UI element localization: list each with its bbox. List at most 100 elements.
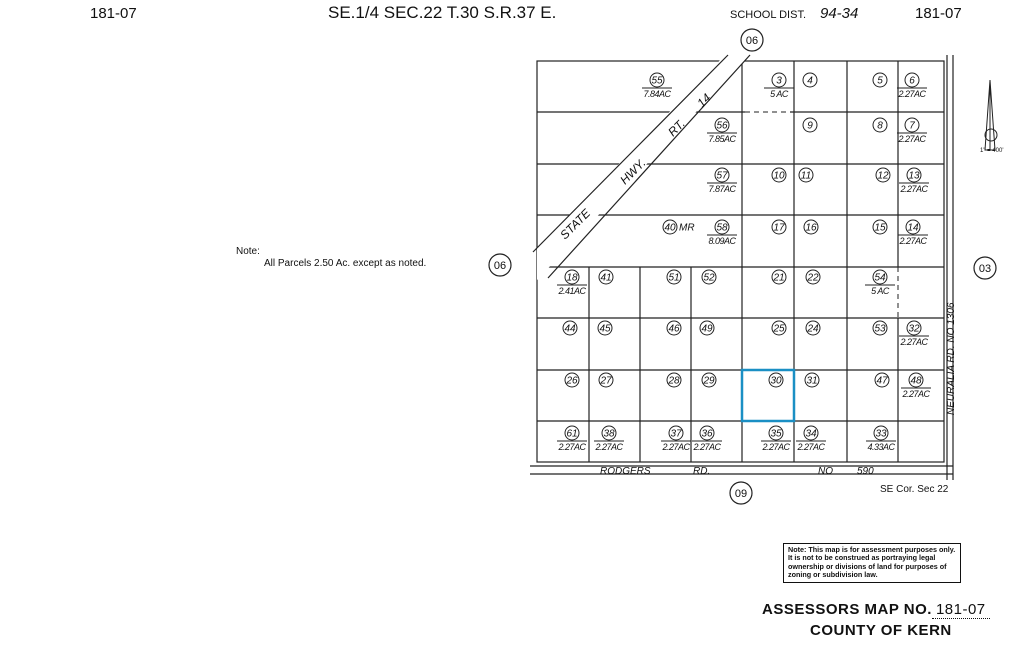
parcel-number: 38 [603,429,615,440]
parcel-acreage: 7.84AC [643,89,671,99]
parcel-47[interactable]: 47 [874,372,890,388]
parcel-18[interactable]: 182.41AC [557,269,587,296]
parcel-56[interactable]: 567.85AC [707,117,737,144]
parcel-number-circle [872,269,888,285]
parcel-22[interactable]: 22 [805,269,821,285]
parcel-53[interactable]: 53 [872,320,888,336]
note-text: All Parcels 2.50 Ac. except as noted. [264,258,426,269]
adjacent-map-west[interactable]: 06 [488,253,512,277]
parcel-41[interactable]: 41 [598,269,614,285]
parcel-4[interactable]: 4 [802,72,818,88]
parcel-48[interactable]: 482.27AC [901,372,931,399]
parcel-number-circle [875,167,891,183]
parcel-number-circle [905,219,921,235]
parcel-16[interactable]: 16 [803,219,819,235]
parcel-number: 6 [909,76,915,87]
parcel-number: 9 [807,121,813,132]
parcel-acreage: 7.87AC [708,184,736,194]
parcel-number-circle [771,269,787,285]
footer-title: ASSESSORS MAP NO.181-07 [762,601,990,619]
parcel-12[interactable]: 12 [875,167,891,183]
highlighted-parcel-30[interactable] [740,368,796,423]
parcel-number: 8 [877,121,883,132]
parcel-3[interactable]: 35 AC [764,72,794,99]
parcel-number-circle [699,425,715,441]
school-district-value: 94-34 [820,5,858,22]
note-label: Note: [236,246,260,257]
parcel-28[interactable]: 28 [666,372,682,388]
parcel-21[interactable]: 21 [771,269,787,285]
parcel-38[interactable]: 38 2.27AC [594,425,624,452]
parcel-46[interactable]: 46 [666,320,682,336]
parcel-number: 18 [566,273,578,284]
adjacent-map-east[interactable]: 03 [973,256,997,280]
parcel-29[interactable]: 29 [701,372,717,388]
county-name: COUNTY OF KERN [810,622,952,639]
parcel-55[interactable]: 557.84AC [642,72,672,99]
east-road-label: NEURALIA RD. NO 1306 [946,302,957,415]
parcel-61[interactable]: 612.27AC [557,425,587,452]
parcel-25[interactable]: 25 [771,320,787,336]
adjacent-map-north[interactable]: 06 [740,28,764,52]
parcel-number: 44 [564,324,576,335]
parcel-acreage: 2.27AC [898,236,927,246]
parcel-36[interactable]: 362.27AC [692,425,722,452]
parcel-number: 22 [806,273,819,284]
parcel-31[interactable]: 31 [804,372,820,388]
parcel-7[interactable]: 72.27AC [897,117,927,144]
parcel-number: 29 [702,376,715,387]
parcel-number: 10 [773,171,785,182]
parcel-number-circle [564,372,580,388]
parcel-34[interactable]: 342.27AC [796,425,826,452]
parcel-acreage: 4.33AC [867,442,895,452]
parcel-number: 30 [770,376,782,387]
parcel-6[interactable]: 62.27AC [897,72,927,99]
parcel-14[interactable]: 142.27AC [898,219,928,246]
parcel-number-circle [714,219,730,235]
adjacent-map-south[interactable]: 09 [729,481,753,505]
parcel-27[interactable]: 27 [598,372,614,388]
parcel-24[interactable]: 24 [805,320,821,336]
parcel-number: 53 [874,324,886,335]
parcel-30[interactable]: 30 [768,372,784,388]
parcel-32[interactable]: 322.27AC [899,320,929,347]
parcel-10[interactable]: 10 [771,167,787,183]
parcel-acreage: 2.27AC [897,134,926,144]
parcel-33[interactable]: 334.33AC [866,425,896,452]
parcel-suffix: MR [679,223,695,234]
parcel-13[interactable]: 132.27AC [899,167,929,194]
parcel-49[interactable]: 49 [699,320,715,336]
parcel-37[interactable]: 372.27AC [661,425,691,452]
parcel-11[interactable]: 11 [798,167,814,183]
parcel-51[interactable]: 51 [666,269,682,285]
parcel-17[interactable]: 17 [771,219,787,235]
parcel-number-circle [771,219,787,235]
parcel-number-circle [714,167,730,183]
parcel-52[interactable]: 52 [701,269,717,285]
parcel-35[interactable]: 352.27AC [761,425,791,452]
parcel-acreage: 2.27AC [594,442,623,452]
parcel-5[interactable]: 5 [872,72,888,88]
parcel-number: 52 [703,273,715,284]
parcel-acreage: 7.85AC [708,134,736,144]
parcel-15[interactable]: 15 [872,219,888,235]
parcel-9[interactable]: 9 [802,117,818,133]
parcel-26[interactable]: 26 [564,372,580,388]
parcel-58[interactable]: 588.09AC [707,219,737,246]
parcel-number: 51 [668,273,679,284]
section-title: SE.1/4 SEC.22 T.30 S.R.37 E. [328,3,556,22]
parcel-44[interactable]: 44 [562,320,578,336]
parcel-8[interactable]: 8 [872,117,888,133]
parcel-number-circle [714,117,730,133]
parcel-number: 36 [701,429,713,440]
parcel-number-circle [562,320,578,336]
parcel-number-circle [771,320,787,336]
parcel-number: 24 [806,324,819,335]
parcel-54[interactable]: 545 AC [865,269,895,296]
parcel-number-circle [649,72,665,88]
parcel-45[interactable]: 45 [597,320,613,336]
parcel-number: 16 [805,223,817,234]
parcel-number-circle [803,219,819,235]
parcel-57[interactable]: 577.87AC [707,167,737,194]
